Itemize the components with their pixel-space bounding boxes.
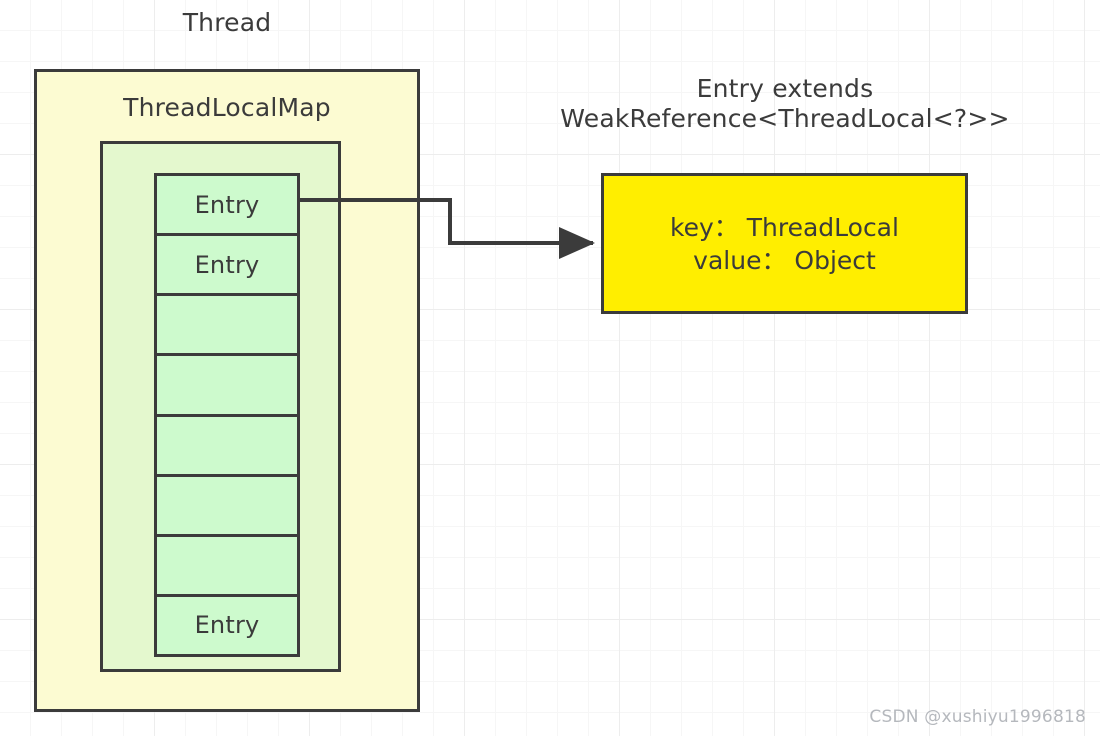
entry-detail-box: key： ThreadLocal value： Object (601, 173, 968, 314)
entry-cell[interactable]: Entry (157, 596, 297, 654)
watermark-text: CSDN @xushiyu1996818 (869, 707, 1086, 727)
entry-cell[interactable] (157, 536, 297, 597)
entry-cell[interactable] (157, 476, 297, 537)
entry-cell[interactable]: Entry (157, 176, 297, 237)
threadlocalmap-title-label: ThreadLocalMap (123, 93, 331, 122)
entry-value-line: value： Object (693, 245, 876, 275)
entry-cell[interactable] (157, 296, 297, 357)
entry-cell[interactable] (157, 356, 297, 417)
entry-cell[interactable] (157, 416, 297, 477)
entry-key-line: key： ThreadLocal (670, 212, 899, 242)
entry-cell[interactable]: Entry (157, 236, 297, 297)
entry-table: Entry Entry Entry (154, 173, 300, 657)
thread-title-label: Thread (182, 8, 272, 37)
entry-extends-caption: Entry extends WeakReference<ThreadLocal<… (560, 74, 1010, 133)
